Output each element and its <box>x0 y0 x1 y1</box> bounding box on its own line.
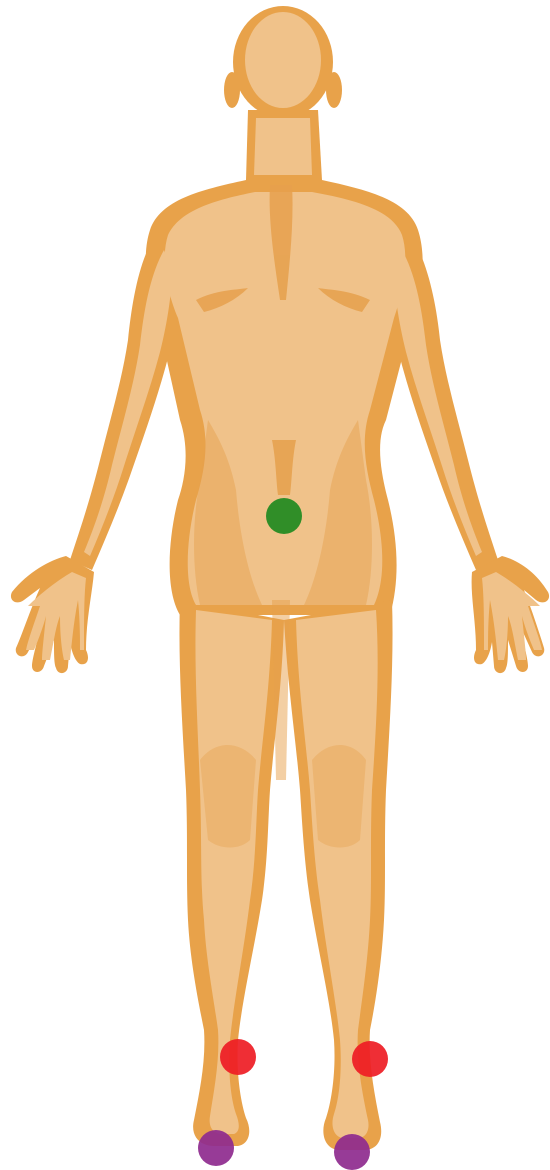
marker-left-heel[interactable] <box>198 1130 234 1166</box>
marker-right-heel[interactable] <box>334 1134 370 1170</box>
marker-lumbosacral[interactable] <box>266 498 302 534</box>
marker-left-ankle[interactable] <box>220 1039 256 1075</box>
marker-right-ankle[interactable] <box>352 1041 388 1077</box>
